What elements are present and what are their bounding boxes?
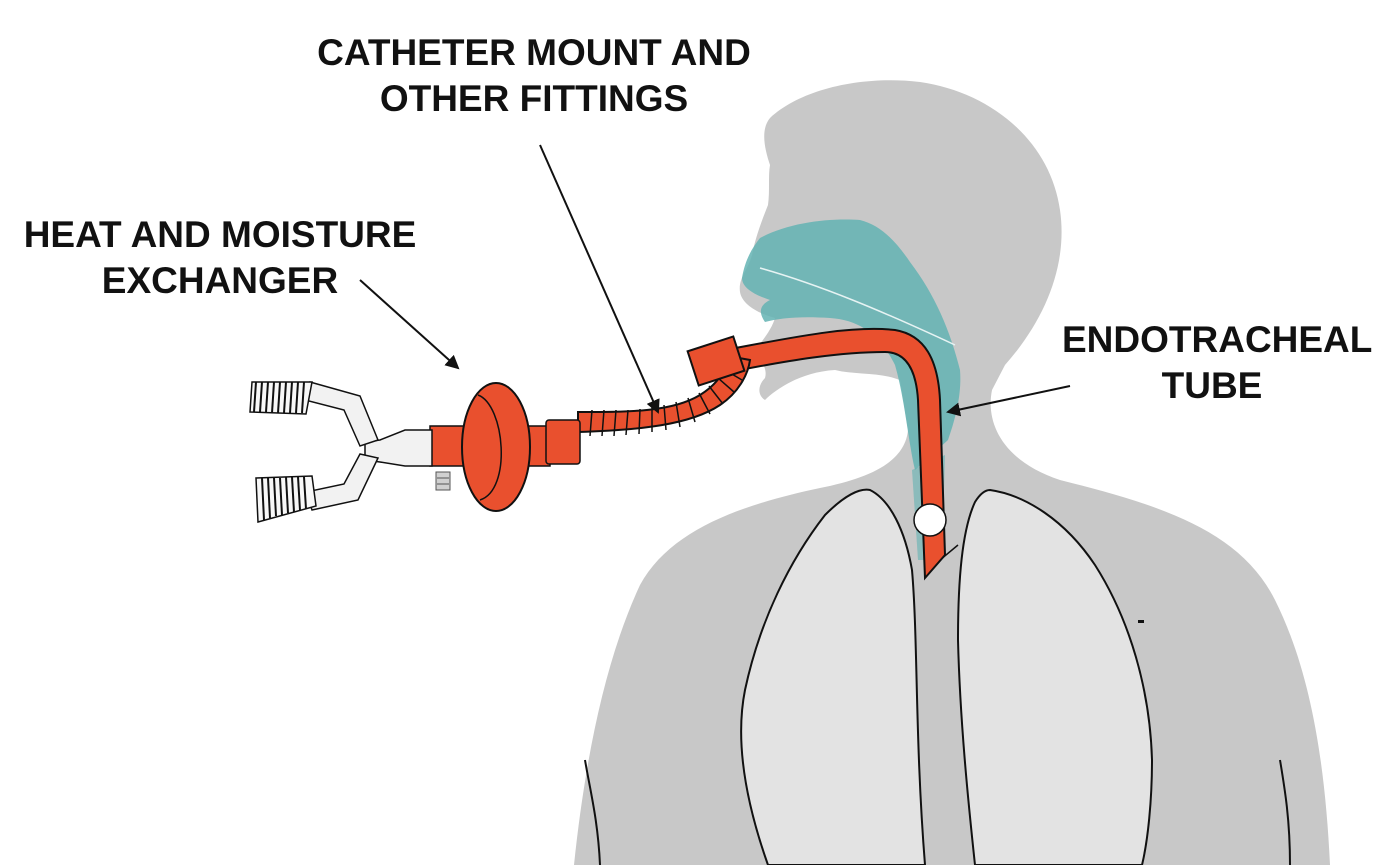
lower-corrugated-hose (256, 476, 316, 522)
endotracheal-tube-label: ENDOTRACHEAL TUBE (1062, 317, 1362, 409)
small-mark (1138, 620, 1144, 623)
hme-label: HEAT AND MOISTURE EXCHANGER (0, 212, 440, 304)
hme-label-line1: HEAT AND MOISTURE (0, 212, 440, 258)
catheter-mount-arrow (540, 145, 658, 412)
hme-filter-body (462, 383, 530, 511)
hme-outlet-collar (546, 420, 580, 464)
catheter-mount-label-line1: CATHETER MOUNT AND (300, 30, 768, 76)
catheter-mount-label: CATHETER MOUNT AND OTHER FITTINGS (300, 30, 768, 122)
upper-limb-connector (305, 382, 378, 446)
endotracheal-tube-label-line1: ENDOTRACHEAL (1062, 317, 1362, 363)
cuff-balloon (914, 504, 946, 536)
catheter-mount-label-line2: OTHER FITTINGS (300, 76, 768, 122)
sample-port-icon (436, 472, 450, 490)
hme-label-line2: EXCHANGER (0, 258, 440, 304)
endotracheal-tube-label-line2: TUBE (1062, 363, 1362, 409)
lower-limb-connector (306, 454, 378, 510)
upper-corrugated-hose (250, 382, 312, 414)
human-silhouette (574, 80, 1330, 865)
